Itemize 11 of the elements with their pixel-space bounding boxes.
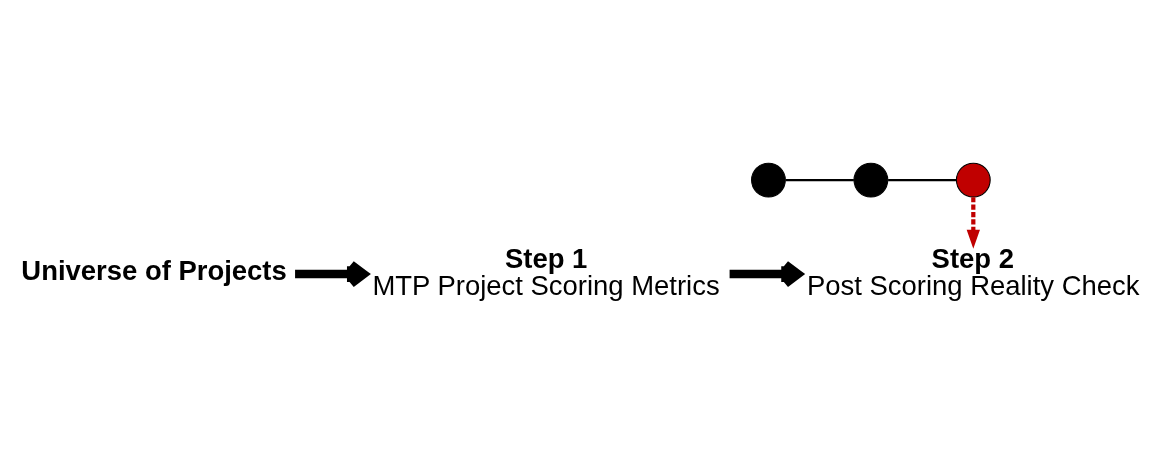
node-circle [955,162,991,198]
arrow [295,260,369,288]
arrow [966,197,980,249]
node-text: Universe of Projects [21,254,287,286]
node-circle [751,162,786,198]
connector [888,179,957,182]
connector [785,179,854,182]
arrow [729,260,803,288]
node-text: Step 1 MTP Project Scoring Metrics [372,242,720,302]
node-circle [853,162,889,198]
node-text: Step 2 Post Scoring Reality Check [807,242,1140,302]
